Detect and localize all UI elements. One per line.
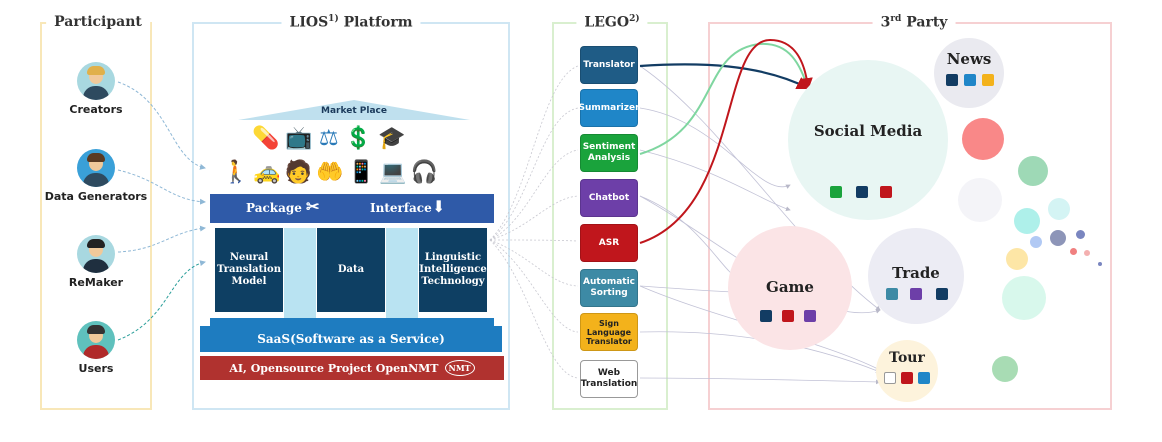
decor-bubble [962,118,1004,160]
pillar-neural-translation-model: Neural Translation Model [215,228,283,312]
tour-circle [876,340,938,402]
trade-circle [868,228,964,324]
lego-panel: LEGO2) [552,14,668,410]
social-media-circle [788,60,948,220]
tour-label: Tour [889,350,925,366]
lego-summarizer[interactable]: Summarizer [578,89,640,127]
saas-bar: SaaS(Software as a Service) [200,326,502,352]
decor-bubble [1098,262,1102,266]
lego-automatic-sorting[interactable]: Automatic Sorting [580,269,638,307]
news-label: News [946,50,992,68]
decor-bubble [1002,276,1046,320]
download-icon: ⬇ [432,197,446,216]
lego-chatbot[interactable]: Chatbot [580,179,638,217]
decor-bubble [1048,198,1070,220]
trade-square [936,288,948,300]
service-icons-top: 💊 📺 ⚖ 💲 🎓 [252,126,405,152]
participant-remaker: ReMaker [40,235,152,289]
game-circle [728,226,852,350]
decor-bubble [1084,250,1090,256]
tv-icon: 📺 [285,126,313,151]
news-square [946,74,958,86]
trade-square [886,288,898,300]
pillar-data: Data [317,228,385,312]
decor-bubble [1030,236,1042,248]
tour-square [918,372,930,384]
opennmt-bar: AI, Opensource Project OpenNMT NMT [200,356,504,380]
trade-square [910,288,922,300]
tour-square [901,372,913,384]
lios-title: LIOS1) Platform [281,14,421,31]
third-party-panel: 3rd Party [708,14,1112,410]
participant-title: Participant [46,14,150,30]
game-square [804,310,816,322]
taxi-icon: 🚕 [253,160,281,185]
pill-icon: 💊 [252,126,280,151]
pillar-gap-right [386,228,418,318]
data-generator-avatar [77,149,115,187]
decor-bubble [1050,230,1066,246]
saas-step [210,318,494,328]
pillar-gap-left [284,228,316,318]
lego-title: LEGO2) [576,14,648,31]
scale-icon: ⚖ [318,126,339,151]
trade-label: Trade [892,264,940,282]
package-interface-bar: Package ✂ Interface ⬇ [210,194,494,223]
lios-panel: LIOS1) Platform [192,14,510,410]
tools-icon: ✂ [306,197,320,216]
headset-icon: 🎧 [410,160,438,185]
money-icon: 💲 [344,126,372,151]
device-icon: 💻 [379,160,407,185]
lego-sign-language-translator[interactable]: Sign Language Translator [580,313,638,351]
mobile-icon: 📱 [347,160,376,185]
lego-sentiment-analysis[interactable]: Sentiment Analysis [580,134,638,172]
decor-bubble [1018,156,1048,186]
news-square [982,74,994,86]
social-media-square [880,186,892,198]
farmer-icon: 🚶 [222,160,250,185]
game-label: Game [766,278,814,296]
participant-data-generators: Data Generators [40,149,152,203]
lego-translator[interactable]: Translator [580,46,638,84]
lego-web-translation[interactable]: Web Translation [580,360,638,398]
remaker-avatar [77,235,115,273]
interface-label: Interface [370,201,432,215]
participant-label: Users [78,362,114,375]
decor-bubble [1006,248,1028,270]
lego-asr[interactable]: ASR [580,224,638,262]
decor-bubble [1070,248,1077,255]
service-icons-bottom: 🚶 🚕 🧑 🤲 📱 💻 🎧 [222,160,438,186]
social-media-square [856,186,868,198]
presenter-icon: 🧑 [284,160,313,185]
market-place-label: Market Place [321,106,387,116]
graduation-cap-icon: 🎓 [377,126,406,151]
participant-label: Data Generators [44,190,148,203]
participant-users: Users [40,321,152,375]
tour-square [884,372,896,384]
creator-avatar [77,62,115,100]
participant-creators: Creators [40,62,152,116]
third-party-title: 3rd Party [872,14,956,31]
decor-bubble [1014,208,1040,234]
nmt-logo: NMT [444,360,475,376]
game-square [760,310,772,322]
pillar-linguistic-intelligence: Linguistic Intelligence Technology [419,228,487,312]
game-square [782,310,794,322]
user-avatar [77,321,115,359]
opennmt-label: AI, Opensource Project OpenNMT [229,361,439,375]
decor-bubble [958,178,1002,222]
participant-label: ReMaker [68,276,124,289]
social-media-square [830,186,842,198]
social-media-label: Social Media [813,122,923,140]
participant-panel: Participant [40,14,152,410]
care-hands-icon: 🤲 [316,160,344,185]
decor-bubble [992,356,1018,382]
participant-label: Creators [69,103,123,116]
package-label: Package [246,201,302,215]
decor-bubble [1076,230,1085,239]
news-circle [934,38,1004,108]
news-square [964,74,976,86]
